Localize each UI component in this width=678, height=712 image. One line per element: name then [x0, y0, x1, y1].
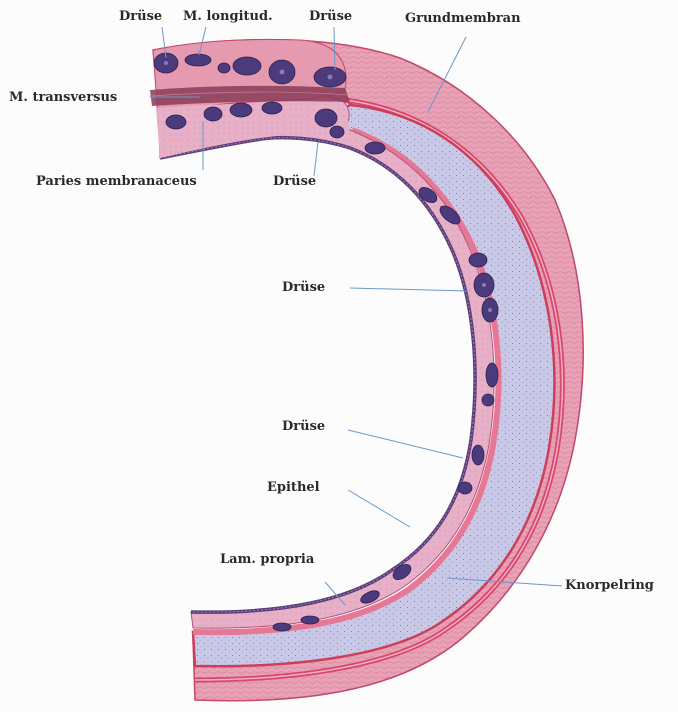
label-m-transversus: M. transversus	[9, 91, 117, 104]
label-druse-top-right: Drüse	[309, 10, 352, 23]
label-m-longitud: M. longitud.	[183, 10, 273, 23]
label-knorpelring: Knorpelring	[565, 579, 654, 592]
label-druse-middle: Drüse	[282, 281, 325, 294]
label-paries-membranaceus: Paries membranaceus	[36, 175, 197, 188]
label-druse-top-left: Drüse	[119, 10, 162, 23]
label-druse-under: Drüse	[273, 175, 316, 188]
label-lam-propria: Lam. propria	[220, 553, 314, 566]
label-grundmembran: Grundmembran	[405, 12, 521, 25]
epithelium-lining	[160, 138, 475, 613]
label-epithel: Epithel	[267, 481, 320, 494]
label-druse-lower: Drüse	[282, 420, 325, 433]
